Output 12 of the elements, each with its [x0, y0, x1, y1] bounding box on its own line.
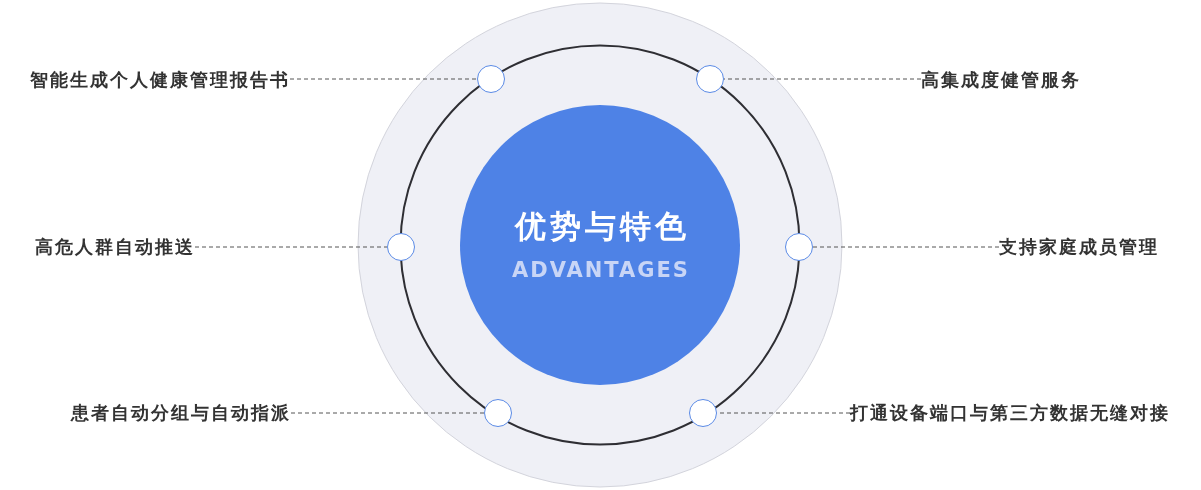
leader-line	[194, 246, 388, 248]
feature-label: 高集成度健管服务	[921, 68, 1081, 92]
leader-line	[290, 412, 485, 414]
feature-label: 高危人群自动推送	[35, 235, 195, 259]
feature-label: 打通设备端口与第三方数据无缝对接	[850, 401, 1170, 425]
center-title: 优势与特色	[513, 207, 690, 245]
leader-line	[812, 246, 1000, 248]
feature-label: 支持家庭成员管理	[999, 235, 1159, 259]
center-subtitle: ADVANTAGES	[511, 257, 690, 283]
leader-line	[289, 78, 478, 80]
feature-label: 智能生成个人健康管理报告书	[30, 68, 290, 92]
feature-label: 患者自动分组与自动指派	[71, 401, 291, 425]
